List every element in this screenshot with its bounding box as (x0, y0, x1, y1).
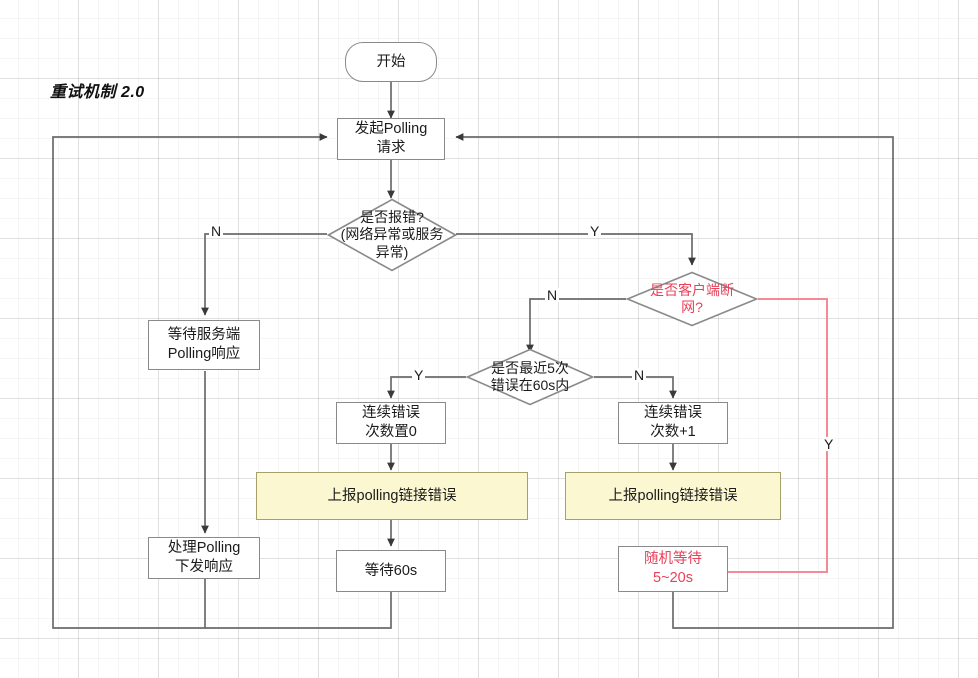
edge-label-five-yes: Y (412, 367, 426, 383)
node-report-left-label: 上报polling链接错误 (327, 487, 457, 504)
node-reset-count-line1: 连续错误 (362, 405, 420, 422)
node-report-right-label: 上报polling链接错误 (608, 487, 738, 504)
edge-offline-yes-red (711, 298, 828, 576)
node-polling-request-line2: 请求 (376, 140, 406, 156)
edge-left-return-loop (52, 133, 328, 629)
node-error-check[interactable]: 是否报错? (网络异常或服务 异常) (326, 198, 458, 272)
node-client-offline[interactable]: 是否客户端断 网? (625, 271, 759, 327)
edge-error-yes (456, 233, 696, 266)
edge-label-error-yes: Y (588, 223, 602, 239)
node-polling-request-line1: 发起Polling (354, 121, 428, 138)
node-handle-polling-line2: 下发响应 (175, 559, 233, 575)
node-wait-server-line1: 等待服务端 (167, 327, 241, 344)
node-report-right[interactable]: 上报polling链接错误 (565, 472, 781, 520)
node-increment-count-line1: 连续错误 (644, 405, 702, 422)
node-random-wait-line2: 5~20s (653, 570, 693, 586)
edge-five-yes (387, 376, 466, 399)
client-offline-shape (625, 271, 759, 327)
node-reset-count-line2: 次数置0 (365, 424, 417, 440)
node-start[interactable]: 开始 (345, 42, 437, 82)
edge-label-offline-yes: Y (822, 436, 836, 452)
node-polling-request[interactable]: 发起Polling 请求 (337, 118, 445, 160)
node-increment-count-line2: 次数+1 (650, 424, 696, 440)
node-random-wait[interactable]: 随机等待 5~20s (618, 546, 728, 592)
node-start-label: 开始 (376, 53, 406, 70)
edge-label-error-no: N (209, 223, 224, 239)
edge-label-offline-no: N (545, 287, 560, 303)
edge-wait60-to-return (205, 592, 392, 629)
node-wait-server[interactable]: 等待服务端 Polling响应 (148, 320, 260, 370)
edge-right-return-loop (455, 133, 894, 629)
edge-five-no (594, 376, 677, 399)
node-wait-server-line2: Polling响应 (167, 346, 241, 362)
node-wait-60s-label: 等待60s (364, 562, 418, 579)
edge-label-five-no: N (632, 367, 647, 383)
node-handle-polling-line1: 处理Polling (167, 540, 241, 557)
node-reset-count[interactable]: 连续错误 次数置0 (336, 402, 446, 444)
node-wait-60s[interactable]: 等待60s (336, 550, 446, 592)
node-five-errors[interactable]: 是否最近5次 错误在60s内 (465, 348, 595, 406)
node-handle-polling[interactable]: 处理Polling 下发响应 (148, 537, 260, 579)
edge-error-no (201, 233, 327, 316)
diagram-title: 重试机制 2.0 (50, 84, 145, 101)
error-check-shape (326, 198, 458, 272)
node-report-left[interactable]: 上报polling链接错误 (256, 472, 528, 520)
five-errors-shape (465, 348, 595, 406)
node-random-wait-line1: 随机等待 (644, 551, 702, 568)
node-increment-count[interactable]: 连续错误 次数+1 (618, 402, 728, 444)
edge-offline-no (526, 298, 626, 353)
